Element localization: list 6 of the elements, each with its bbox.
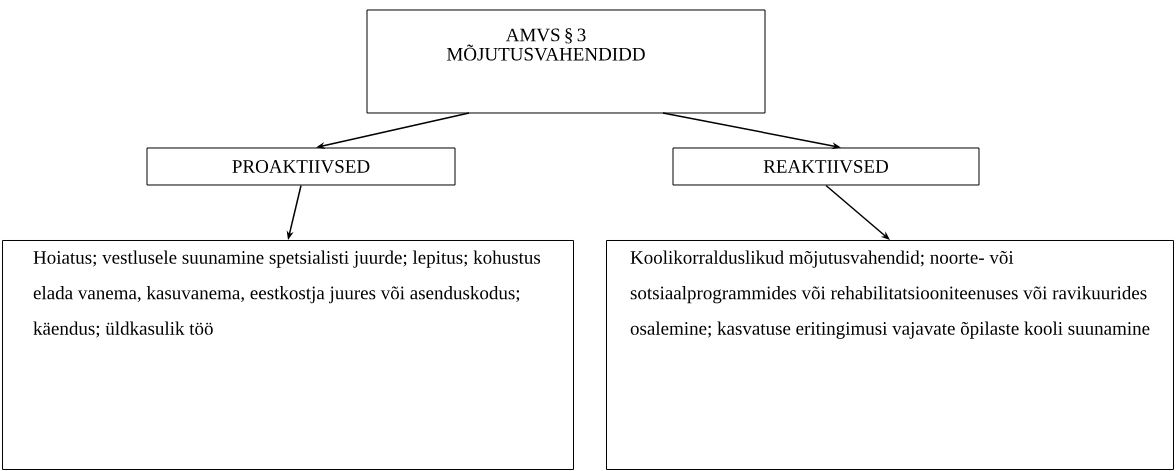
arrow <box>825 184 890 240</box>
content-box: Hoiatus; vestlusele suunamine spetsialisti juurde; lepitus; kohustus elada vanema, kasuvanema, eestkostja juures või asenduskodus; käendus; üldkasulik töö <box>2 240 574 470</box>
title-box: AMVS § 3 MÕJUTUSVAHENDIDD <box>366 9 766 114</box>
content-box: Koolikorralduslikud mõjutusvahendid; noorte- või sotsiaalprogrammides või rehabilitatsiooniteenuses või ravikuurides osalemine; kasvatuse eritingimusi vajavate õpilaste kooli suunamine <box>606 240 1174 470</box>
category-box: REAKTIIVSED <box>672 147 980 186</box>
category-box: PROAKTIIVSED <box>146 147 456 186</box>
